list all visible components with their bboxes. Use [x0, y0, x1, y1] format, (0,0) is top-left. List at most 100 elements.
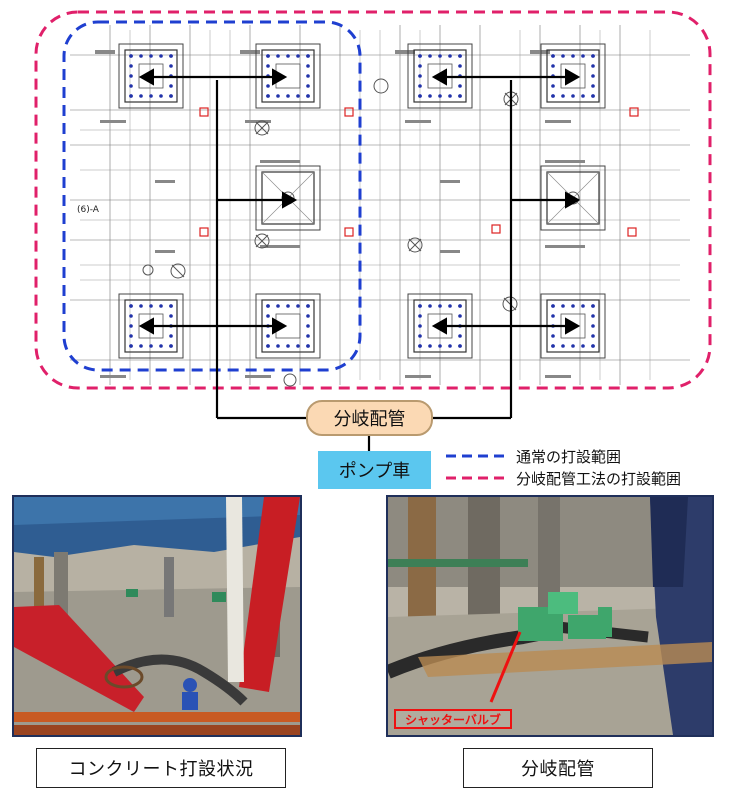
- rebar-dot: [169, 344, 173, 348]
- rebar-dot: [458, 54, 462, 58]
- rebar-dot: [591, 94, 595, 98]
- rebar-dot: [266, 314, 270, 318]
- rebar-dot: [296, 304, 300, 308]
- rebar-dot: [581, 94, 585, 98]
- rebar-dot: [129, 314, 133, 318]
- rebar-dot: [306, 64, 310, 68]
- rebar-dot: [129, 304, 133, 308]
- rebar-dot: [266, 344, 270, 348]
- rebar-dot: [418, 304, 422, 308]
- rebar-dot: [418, 314, 422, 318]
- rebar-dot: [458, 344, 462, 348]
- rebar-dot: [561, 344, 565, 348]
- rebar-dot: [306, 74, 310, 78]
- rebar-dot: [458, 94, 462, 98]
- caption-branch-pipe: 分岐配管: [463, 748, 653, 788]
- rebar-dot: [458, 64, 462, 68]
- rebar-dot: [266, 54, 270, 58]
- rebar-dot: [428, 304, 432, 308]
- legend-swatch-blue-dash: [446, 454, 510, 458]
- rebar-dot: [129, 344, 133, 348]
- branch-pipe-photo: [386, 495, 714, 737]
- rebar-dot: [306, 84, 310, 88]
- rebar-dot: [266, 334, 270, 338]
- rebar-dot: [296, 344, 300, 348]
- normal-range-outline: [62, 20, 362, 372]
- legend: 通常の打設範囲 分岐配管工法の打設範囲: [444, 446, 734, 490]
- rebar-dot: [458, 84, 462, 88]
- rebar-dot: [159, 54, 163, 58]
- pipe-connectors: [215, 400, 513, 451]
- rebar-dot: [139, 54, 143, 58]
- rebar-dot: [551, 84, 555, 88]
- rebar-dot: [438, 94, 442, 98]
- rebar-dot: [296, 94, 300, 98]
- column-footing: [261, 171, 315, 225]
- footing-outline: [255, 165, 321, 231]
- rebar-dot: [129, 84, 133, 88]
- rebar-dot: [276, 54, 280, 58]
- rebar-dot: [581, 304, 585, 308]
- rebar-dot: [266, 84, 270, 88]
- rebar-dot: [551, 344, 555, 348]
- rebar-dot: [306, 324, 310, 328]
- rebar-dot: [571, 304, 575, 308]
- rebar-dot: [551, 54, 555, 58]
- rebar-dot: [306, 344, 310, 348]
- branch-pipe-box: 分岐配管: [306, 400, 433, 436]
- rebar-dot: [458, 304, 462, 308]
- rebar-dot: [448, 94, 452, 98]
- rebar-dot: [428, 94, 432, 98]
- legend-label-normal: 通常の打設範囲: [516, 448, 622, 466]
- rebar-dot: [418, 334, 422, 338]
- rebar-dot: [418, 54, 422, 58]
- rebar-dot: [581, 54, 585, 58]
- rebar-dot: [418, 94, 422, 98]
- rebar-dot: [129, 74, 133, 78]
- rebar-dot: [149, 304, 153, 308]
- rebar-dot: [418, 64, 422, 68]
- rebar-dot: [276, 304, 280, 308]
- rebar-dot: [448, 304, 452, 308]
- rebar-dot: [159, 344, 163, 348]
- rebar-dot: [581, 344, 585, 348]
- rebar-dot: [571, 54, 575, 58]
- rebar-dot: [551, 304, 555, 308]
- rebar-dot: [551, 94, 555, 98]
- rebar-dot: [139, 304, 143, 308]
- rebar-dot: [306, 314, 310, 318]
- rebar-dot: [551, 334, 555, 338]
- photo-left-image: [14, 497, 300, 735]
- rebar-dot: [448, 344, 452, 348]
- rebar-dot: [458, 334, 462, 338]
- rebar-dot: [306, 334, 310, 338]
- rebar-dot: [169, 94, 173, 98]
- rebar-dot: [286, 54, 290, 58]
- column-footing: [546, 171, 600, 225]
- concrete-placement-photo: [12, 495, 302, 737]
- branch-method-range-outline: [34, 10, 712, 390]
- grid-label: (6)-A: [77, 205, 100, 215]
- rebar-dot: [276, 344, 280, 348]
- rebar-dot: [149, 54, 153, 58]
- rebar-dot: [571, 344, 575, 348]
- rebar-dot: [266, 304, 270, 308]
- rebar-dot: [561, 304, 565, 308]
- photo-right-image: [388, 497, 712, 735]
- rebar-dot: [438, 304, 442, 308]
- rebar-dot: [169, 84, 173, 88]
- rebar-dot: [169, 54, 173, 58]
- rebar-dot: [169, 334, 173, 338]
- rebar-dot: [591, 64, 595, 68]
- rebar-dot: [169, 304, 173, 308]
- rebar-dot: [306, 54, 310, 58]
- rebar-dot: [438, 344, 442, 348]
- rebar-dot: [159, 304, 163, 308]
- pump-car-box: ポンプ車: [318, 451, 431, 489]
- legend-item-normal: 通常の打設範囲: [444, 446, 734, 466]
- rebar-dot: [591, 74, 595, 78]
- rebar-dot: [551, 64, 555, 68]
- rebar-dot: [551, 314, 555, 318]
- footing-outline: [540, 165, 606, 231]
